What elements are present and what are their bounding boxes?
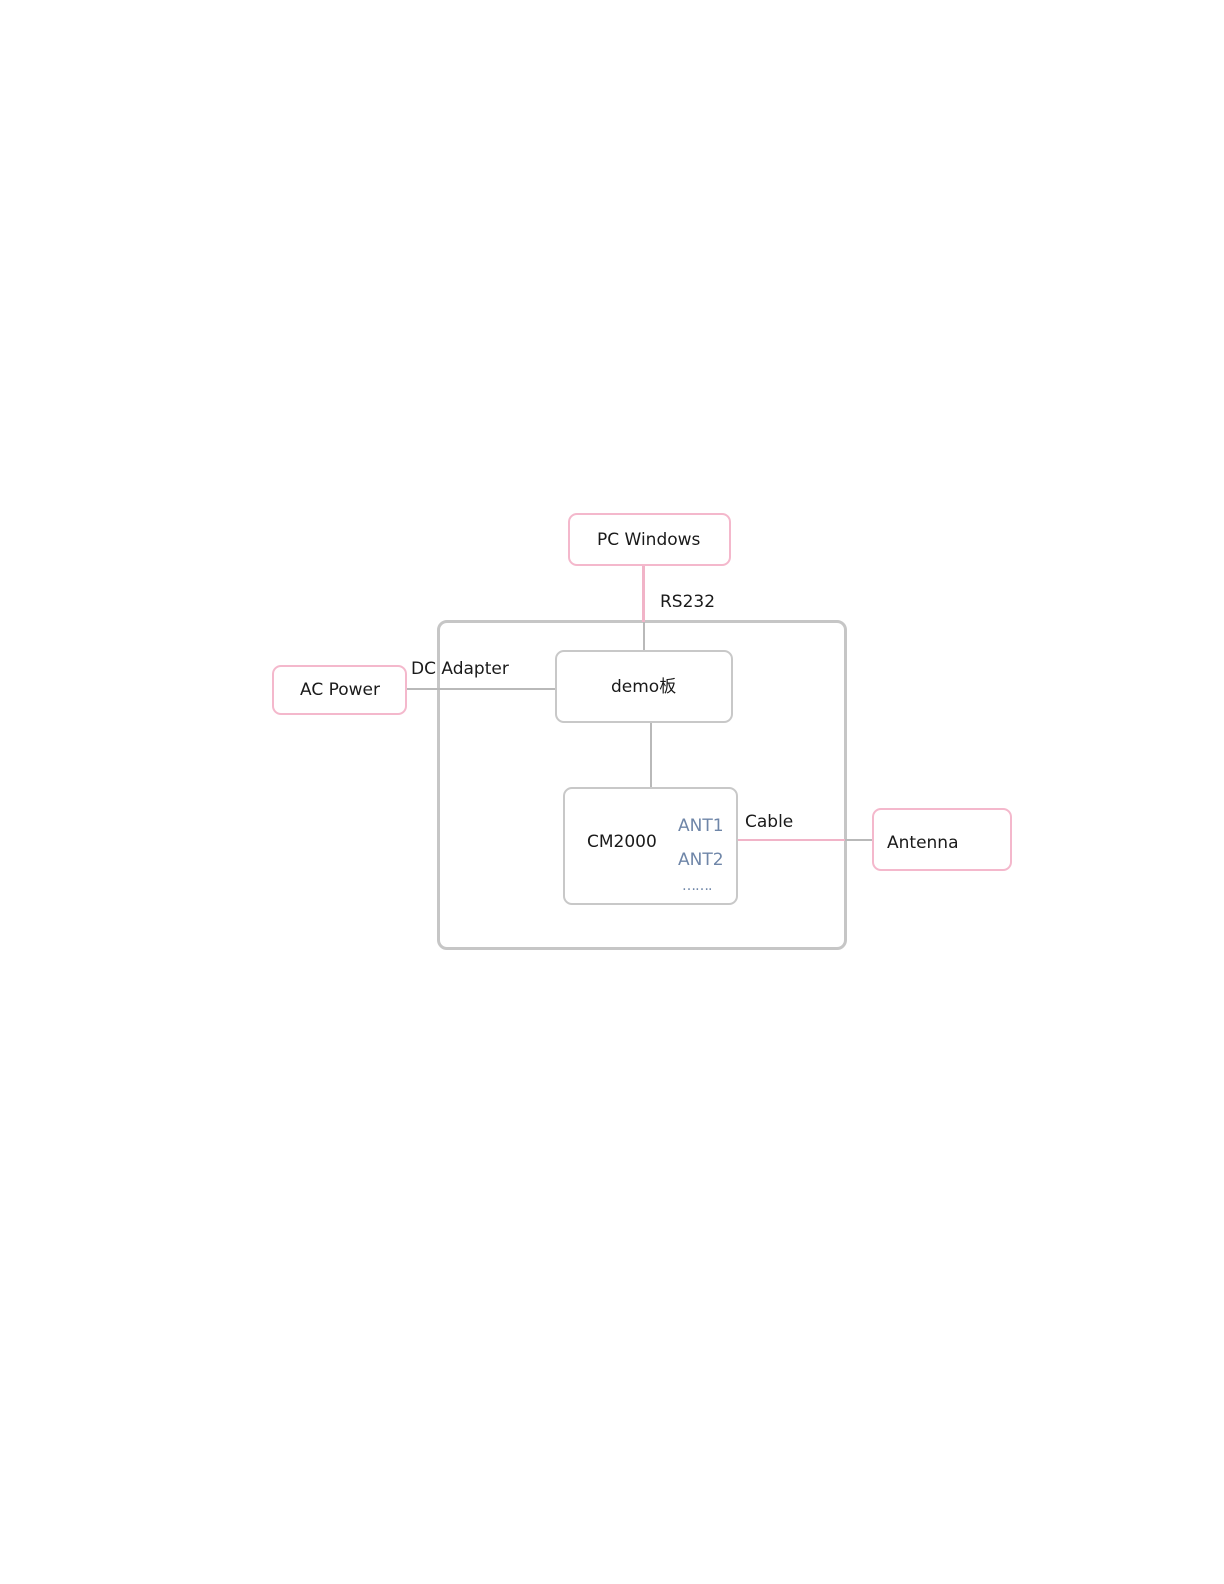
cable-connector-right [845, 839, 874, 841]
dc-adapter-label: DC Adapter [411, 659, 509, 679]
more-ports-ellipsis: ……. [682, 876, 711, 896]
dc-adapter-connector [406, 688, 556, 690]
ac-power-label: AC Power [300, 680, 380, 700]
demo-to-cm2000-connector [650, 722, 652, 788]
ant1-port-label: ANT1 [678, 816, 724, 836]
pc-windows-node: PC Windows [568, 513, 731, 566]
pc-windows-label: PC Windows [597, 530, 700, 550]
antenna-label: Antenna [887, 833, 959, 853]
cm2000-label: CM2000 [587, 832, 657, 852]
cable-label: Cable [745, 812, 793, 832]
rs232-label: RS232 [660, 592, 715, 612]
ant2-port-label: ANT2 [678, 850, 724, 870]
ac-power-node: AC Power [272, 665, 407, 715]
cm2000-node: CM2000 ANT1 ANT2 ……. [563, 787, 738, 905]
rs232-connector-upper [642, 566, 645, 622]
antenna-node: Antenna [872, 808, 1012, 871]
rs232-connector-lower [643, 622, 645, 651]
demo-board-node: demo板 [555, 650, 733, 723]
demo-board-label: demo板 [611, 677, 676, 697]
cable-connector-left [737, 839, 845, 841]
